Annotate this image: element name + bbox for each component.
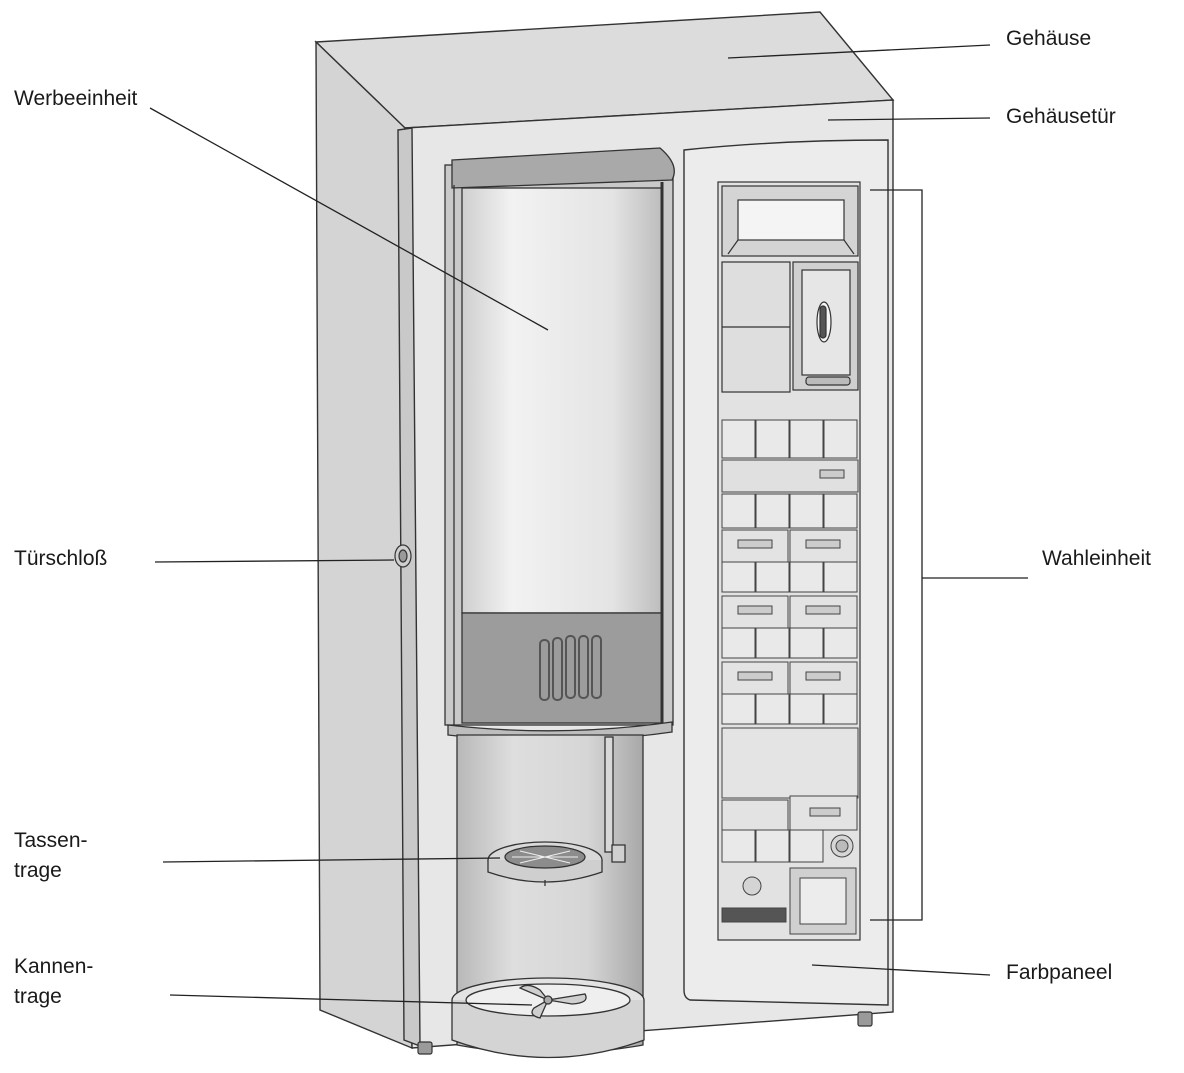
- feet: [417, 1011, 873, 1055]
- cup-tray: [487, 841, 603, 886]
- label-kannentrage: Kannen- trage: [14, 952, 93, 1012]
- selection-buttons: [721, 419, 859, 935]
- label-tassentrage-line2: trage: [14, 859, 62, 882]
- leader-lines: [149, 44, 1028, 1006]
- label-gehaeusetuer: Gehäusetür: [1006, 105, 1116, 128]
- leader-kannentrage: [169, 994, 533, 1006]
- label-werbeeinheit: Werbeeinheit: [14, 87, 138, 110]
- label-tassentrage: Tassen- trage: [14, 826, 88, 886]
- selection-unit-bracket: [870, 189, 923, 921]
- label-tuerschloss: Türschloß: [14, 547, 108, 570]
- leader-gehaeusetuer: [827, 117, 991, 121]
- label-wahleinheit: Wahleinheit: [1042, 547, 1151, 570]
- leader-tuerschloss: [154, 559, 395, 563]
- label-farbpaneel: Farbpaneel: [1006, 961, 1113, 984]
- door-lock-icon: [394, 544, 412, 568]
- leader-werbeeinheit: [149, 107, 549, 331]
- advertising-unit: [444, 147, 675, 742]
- label-kannentrage-line2: trage: [14, 985, 62, 1008]
- label-kannentrage-line1: Kannen-: [14, 955, 94, 978]
- leader-farbpaneel: [811, 964, 991, 976]
- pot-tray: [451, 977, 645, 1059]
- label-tassentrage-line1: Tassen-: [14, 829, 88, 852]
- leader-tassentrage: [162, 857, 501, 863]
- leader-gehaeuse: [727, 44, 991, 59]
- label-gehaeuse: Gehäuse: [1006, 27, 1092, 50]
